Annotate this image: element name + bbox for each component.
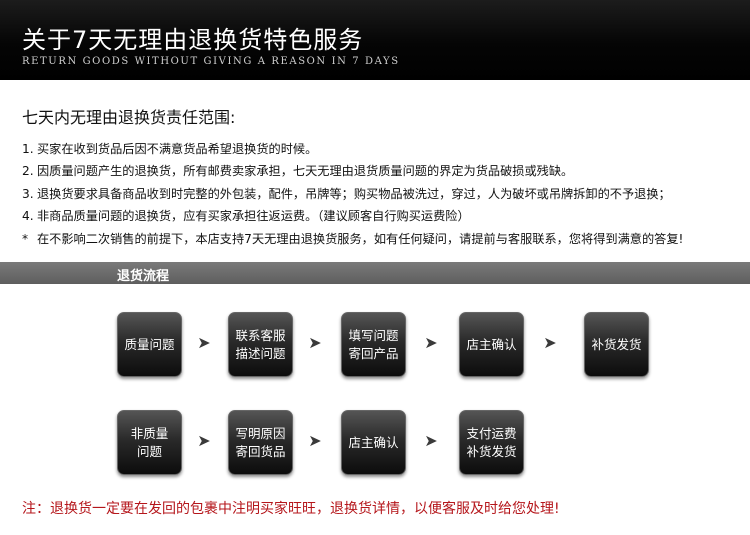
- rule-asterisk: *: [22, 231, 29, 246]
- rule-text: 在不影响二次销售的前提下，本店支持7天无理由退换货服务，如有任何疑问，请提前与客…: [37, 231, 684, 246]
- rule-number: 1.: [22, 142, 34, 156]
- process-section-bar: 退货流程: [0, 262, 750, 284]
- rule-item: 4.非商品质量问题的退换货，应有买家承担往返运费。（建议顾客自行购买运费险）: [22, 205, 747, 227]
- scope-title: 七天内无理由退换货责任范围:: [22, 108, 236, 127]
- arrow-right-icon: ➤: [197, 431, 211, 450]
- arrow-right-icon: ➤: [424, 333, 438, 352]
- rule-text: 买家在收到货品后因不满意货品希望退换货的时候。: [37, 142, 318, 156]
- rule-number: 4.: [22, 209, 34, 224]
- step-label: 非质量 问题: [130, 425, 169, 459]
- step-label: 支付运费 补货发货: [466, 425, 517, 459]
- step-restock-ship: 补货发货: [584, 312, 649, 377]
- step-write-reason: 写明原因 寄回货品: [228, 410, 293, 475]
- rule-item: * 在不影响二次销售的前提下，本店支持7天无理由退换货服务，如有任何疑问，请提前与…: [22, 228, 747, 250]
- rule-text: 非商品质量问题的退换货，应有买家承担往返运费。（建议顾客自行购买运费险）: [37, 209, 470, 224]
- step-non-quality-issue: 非质量 问题: [117, 410, 182, 475]
- rules-list: 1.买家在收到货品后因不满意货品希望退换货的时候。 2.因质量问题产生的退换货，…: [22, 138, 747, 250]
- arrow-right-icon: ➤: [543, 333, 557, 352]
- step-quality-issue: 质量问题: [117, 312, 182, 377]
- step-label: 质量问题: [124, 336, 175, 352]
- process-title: 退货流程: [117, 269, 170, 284]
- rule-number: 2.: [22, 164, 34, 179]
- step-contact-service: 联系客服 描述问题: [228, 312, 293, 377]
- step-label: 写明原因 寄回货品: [235, 425, 286, 459]
- step-label: 补货发货: [591, 336, 642, 352]
- arrow-right-icon: ➤: [197, 333, 211, 352]
- step-owner-confirm: 店主确认: [459, 312, 524, 377]
- step-fill-issue: 填写问题 寄回产品: [341, 312, 406, 377]
- page-title: 关于7天无理由退换货特色服务: [22, 26, 364, 54]
- rule-item: 1.买家在收到货品后因不满意货品希望退换货的时候。: [22, 138, 747, 160]
- rule-item: 2.因质量问题产生的退换货，所有邮费卖家承担，七天无理由退货质量问题的界定为货品…: [22, 160, 747, 182]
- arrow-right-icon: ➤: [424, 431, 438, 450]
- footer-note: 注：退换货一定要在发回的包裹中注明买家旺旺，退换货详情，以便客服及时给您处理!: [22, 501, 560, 517]
- rule-item: 3.退换货要求具备商品收到时完整的外包装，配件，吊牌等；购买物品被洗过，穿过，人…: [22, 183, 747, 205]
- arrow-right-icon: ➤: [308, 431, 322, 450]
- header-banner: 关于7天无理由退换货特色服务 RETURN GOODS WITHOUT GIVI…: [0, 0, 750, 80]
- step-label: 联系客服 描述问题: [235, 327, 286, 361]
- step-label: 店主确认: [348, 434, 399, 450]
- step-label: 店主确认: [466, 336, 517, 352]
- step-owner-confirm-2: 店主确认: [341, 410, 406, 475]
- arrow-right-icon: ➤: [308, 333, 322, 352]
- page-subtitle: RETURN GOODS WITHOUT GIVING A REASON IN …: [22, 56, 400, 67]
- rule-text: 退换货要求具备商品收到时完整的外包装，配件，吊牌等；购买物品被洗过，穿过，人为破…: [37, 186, 671, 201]
- step-pay-shipping: 支付运费 补货发货: [459, 410, 524, 475]
- rule-number: 3.: [22, 186, 34, 201]
- step-label: 填写问题 寄回产品: [348, 327, 399, 361]
- rule-text: 因质量问题产生的退换货，所有邮费卖家承担，七天无理由退货质量问题的界定为货品破损…: [37, 164, 574, 179]
